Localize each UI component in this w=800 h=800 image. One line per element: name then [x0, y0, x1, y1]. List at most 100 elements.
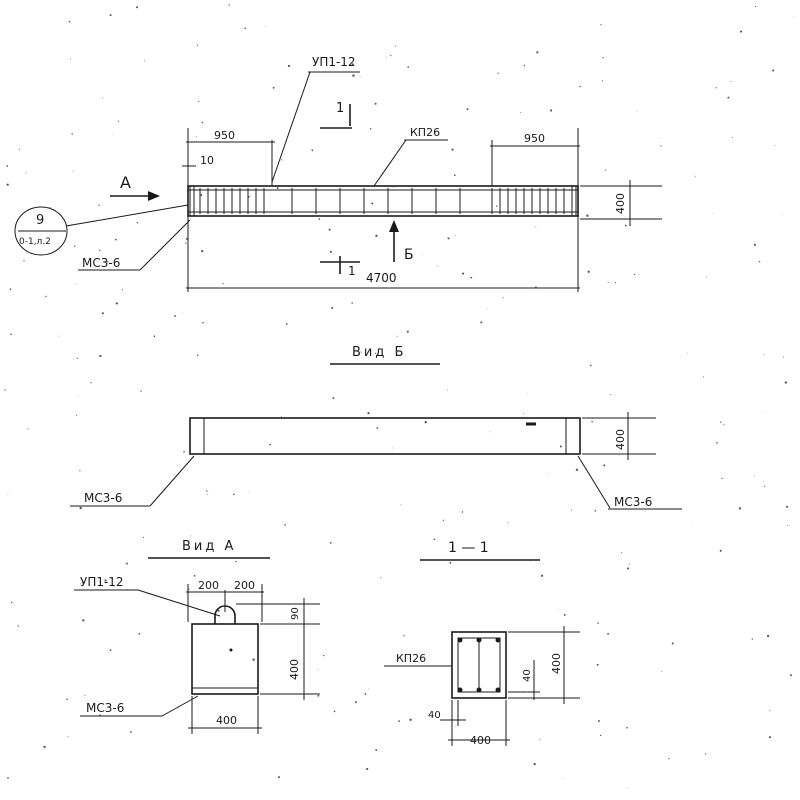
- noise-speck: [101, 312, 104, 315]
- noise-speck: [143, 536, 145, 539]
- noise-speck: [539, 738, 541, 740]
- noise-speck: [72, 170, 74, 172]
- noise-speck: [121, 289, 124, 291]
- dim-4700: 4700: [366, 271, 397, 285]
- noise-speck: [45, 295, 47, 298]
- noise-speck: [590, 364, 592, 367]
- noise-speck: [328, 228, 331, 231]
- noise-speck: [93, 263, 95, 265]
- noise-speck: [704, 753, 707, 755]
- noise-speck: [712, 213, 714, 215]
- noise-speck: [81, 582, 83, 584]
- noise-speck: [201, 121, 204, 124]
- noise-speck: [104, 579, 107, 582]
- noise-speck: [375, 748, 378, 751]
- noise-speck: [185, 242, 187, 244]
- noise-speck: [369, 127, 372, 130]
- noise-speck: [153, 335, 156, 338]
- noise-speck: [217, 609, 220, 612]
- arrow-b-label: Б: [404, 247, 414, 263]
- noise-speck: [6, 165, 9, 167]
- dim-400-section-w: 400: [470, 734, 491, 747]
- noise-speck: [547, 474, 548, 476]
- noise-speck: [276, 187, 279, 190]
- noise-speck: [602, 57, 604, 59]
- scan-noise: [4, 4, 795, 789]
- title-vid-b: Вид Б: [352, 345, 406, 360]
- noise-speck: [766, 634, 770, 638]
- noise-speck: [68, 20, 71, 23]
- noise-speck: [4, 389, 6, 391]
- noise-speck: [198, 100, 200, 102]
- noise-speck: [183, 450, 185, 453]
- noise-speck: [716, 442, 718, 444]
- noise-speck: [136, 221, 139, 224]
- noise-speck: [787, 525, 788, 526]
- noise-speck: [559, 445, 562, 448]
- noise-speck: [626, 726, 628, 729]
- noise-speck: [461, 511, 464, 513]
- noise-speck: [392, 447, 393, 449]
- noise-speck: [768, 736, 772, 739]
- noise-speck: [10, 333, 12, 336]
- noise-speck: [329, 542, 332, 544]
- noise-speck: [118, 120, 120, 122]
- noise-speck: [6, 183, 9, 186]
- noise-speck: [596, 663, 599, 666]
- noise-speck: [284, 524, 287, 526]
- noise-speck: [526, 691, 528, 693]
- noise-speck: [331, 306, 334, 309]
- dim-40-section-right: 40: [522, 669, 533, 682]
- noise-speck: [614, 282, 617, 284]
- noise-speck: [396, 335, 398, 337]
- dim-400-vid-a-w: 400: [216, 714, 237, 727]
- noise-speck: [244, 27, 247, 30]
- noise-speck: [599, 734, 602, 737]
- noise-speck: [376, 427, 379, 430]
- noise-speck: [77, 395, 79, 397]
- noise-speck: [660, 137, 662, 139]
- plan-view: 950 950 10 УП1-12 КП26 1 А 9 0-1,л.2 МС3…: [14, 55, 662, 292]
- noise-speck: [392, 185, 395, 188]
- section-mark-bottom: 1: [348, 264, 356, 278]
- view-b: Вид Б 400 МС3-6 МС3-6: [70, 345, 682, 510]
- noise-speck: [720, 421, 722, 423]
- dim-950-left: 950: [214, 129, 235, 142]
- view-a: Вид А 200 200 УП1-12 90 400 400 МС3-6: [74, 539, 320, 734]
- noise-speck: [252, 658, 255, 661]
- noise-speck: [368, 688, 370, 690]
- noise-speck: [272, 86, 275, 89]
- dim-950-right: 950: [524, 132, 545, 145]
- noise-speck: [189, 198, 191, 201]
- noise-speck: [79, 583, 81, 585]
- noise-speck: [591, 420, 593, 423]
- noise-speck: [558, 609, 560, 611]
- noise-speck: [424, 421, 427, 424]
- noise-speck: [695, 175, 696, 177]
- noise-speck: [82, 619, 85, 622]
- noise-speck: [436, 265, 438, 267]
- noise-speck: [126, 562, 128, 565]
- noise-speck: [403, 635, 405, 637]
- noise-speck: [70, 58, 71, 60]
- noise-speck: [287, 64, 290, 68]
- label-up1-plan: УП1-12: [312, 55, 356, 69]
- noise-speck: [536, 51, 539, 54]
- noise-speck: [730, 80, 732, 82]
- noise-speck: [570, 509, 572, 511]
- callout-circle: [14, 206, 68, 256]
- noise-speck: [636, 110, 638, 112]
- noise-speck: [79, 470, 81, 472]
- noise-speck: [586, 214, 589, 217]
- noise-speck: [249, 490, 251, 492]
- noise-speck: [772, 69, 775, 72]
- noise-speck: [10, 601, 13, 604]
- noise-speck: [196, 354, 199, 356]
- noise-speck: [470, 276, 473, 279]
- noise-speck: [687, 353, 688, 354]
- noise-speck: [190, 535, 192, 537]
- noise-speck: [90, 381, 92, 384]
- noise-speck: [67, 736, 69, 738]
- noise-speck: [375, 352, 377, 354]
